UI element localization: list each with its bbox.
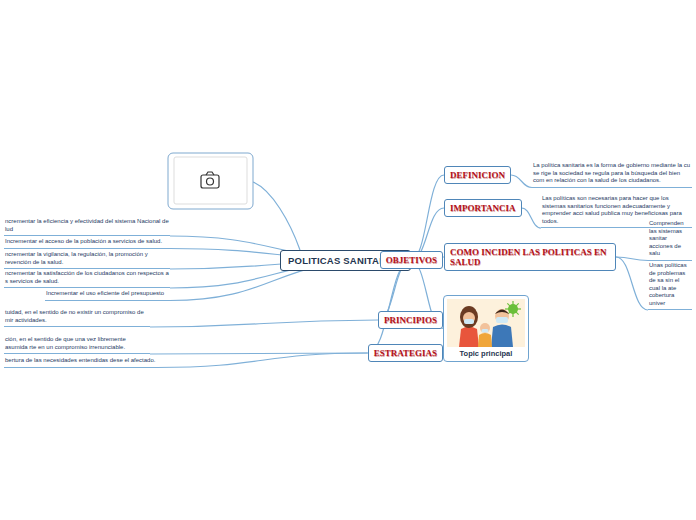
note-text: Incrementar el uso eficiente del presupu… <box>46 290 169 298</box>
branch-box: ESTRATEGIAS <box>368 344 443 362</box>
leaf-note: Comprenden las sistemas sanitar acciones… <box>648 220 692 261</box>
note-text: Incrementar el acceso de la población a … <box>5 238 169 246</box>
node-label: DEFINICION <box>450 170 505 180</box>
node-label: OBJETIVOS <box>386 255 437 265</box>
branch-line <box>253 182 300 250</box>
branch-connector <box>411 175 444 261</box>
leaf-note: bertura de las necesidades entendidas de… <box>4 357 157 368</box>
camera-icon <box>201 172 219 188</box>
branch-connector <box>368 261 411 354</box>
branch-box: DEFINICION <box>444 166 511 184</box>
leaf-note: ncrementar la satisfacción de los ciudad… <box>4 270 170 288</box>
node-label: Topic principal <box>447 349 525 358</box>
note-text: La política sanitaria es la forma de gob… <box>533 162 691 185</box>
image-frame <box>174 157 247 204</box>
branch-box: PRINCIPIOS <box>378 311 443 329</box>
leaf-note: ción, en el sentido de que una vez libre… <box>4 336 150 354</box>
note-text: ción, en el sentido de que una vez libre… <box>5 336 149 351</box>
note-text: ncrementar la satisfacción de los ciudad… <box>5 270 169 285</box>
leaf-note: ncrementar la eficiencia y efectividad d… <box>4 218 170 236</box>
node-label: ESTRATEGIAS <box>374 348 437 358</box>
branch-box: COMO INCIDEN LAS POLITICAS EN SALUD <box>444 243 616 271</box>
branch-connector <box>522 208 541 228</box>
note-text: ncrementar la eficiencia y efectividad d… <box>5 218 169 233</box>
node-label: IMPORTANCIA <box>450 203 516 213</box>
branch-connector <box>511 175 532 188</box>
leaf-note: Incrementar el uso eficiente del presupu… <box>45 290 170 301</box>
note-text: ncrementar la vigilancia, la regulación,… <box>5 251 169 266</box>
note-text: Comprenden las sistemas sanitar acciones… <box>649 220 691 258</box>
branch-connector <box>150 320 378 327</box>
family-illustration <box>447 299 525 347</box>
leaf-note: ncrementar la vigilancia, la regulación,… <box>4 251 170 269</box>
topic-image-box: Topic principal <box>443 295 529 362</box>
leaf-note: Incrementar el acceso de la población a … <box>4 238 170 249</box>
node-label: PRINCIPIOS <box>384 315 437 325</box>
note-text: Unas políticas de problemas de sa sin el… <box>649 262 691 307</box>
leaf-note: Unas políticas de problemas de sa sin el… <box>648 262 692 310</box>
branch-connector <box>616 257 648 310</box>
branch-box: IMPORTANCIA <box>444 199 522 217</box>
branch-box: OBJETIVOS <box>380 251 443 269</box>
note-text: bertura de las necesidades entendidas de… <box>5 357 156 365</box>
leaf-note: La política sanitaria es la forma de gob… <box>532 162 692 188</box>
branch-connector <box>157 353 368 368</box>
note-text: tuidad, en el sentido de no existir un c… <box>5 309 149 324</box>
leaf-note: tuidad, en el sentido de no existir un c… <box>4 309 150 327</box>
node-label: COMO INCIDEN LAS POLITICAS EN SALUD <box>450 247 610 267</box>
image-placeholder <box>168 153 253 209</box>
